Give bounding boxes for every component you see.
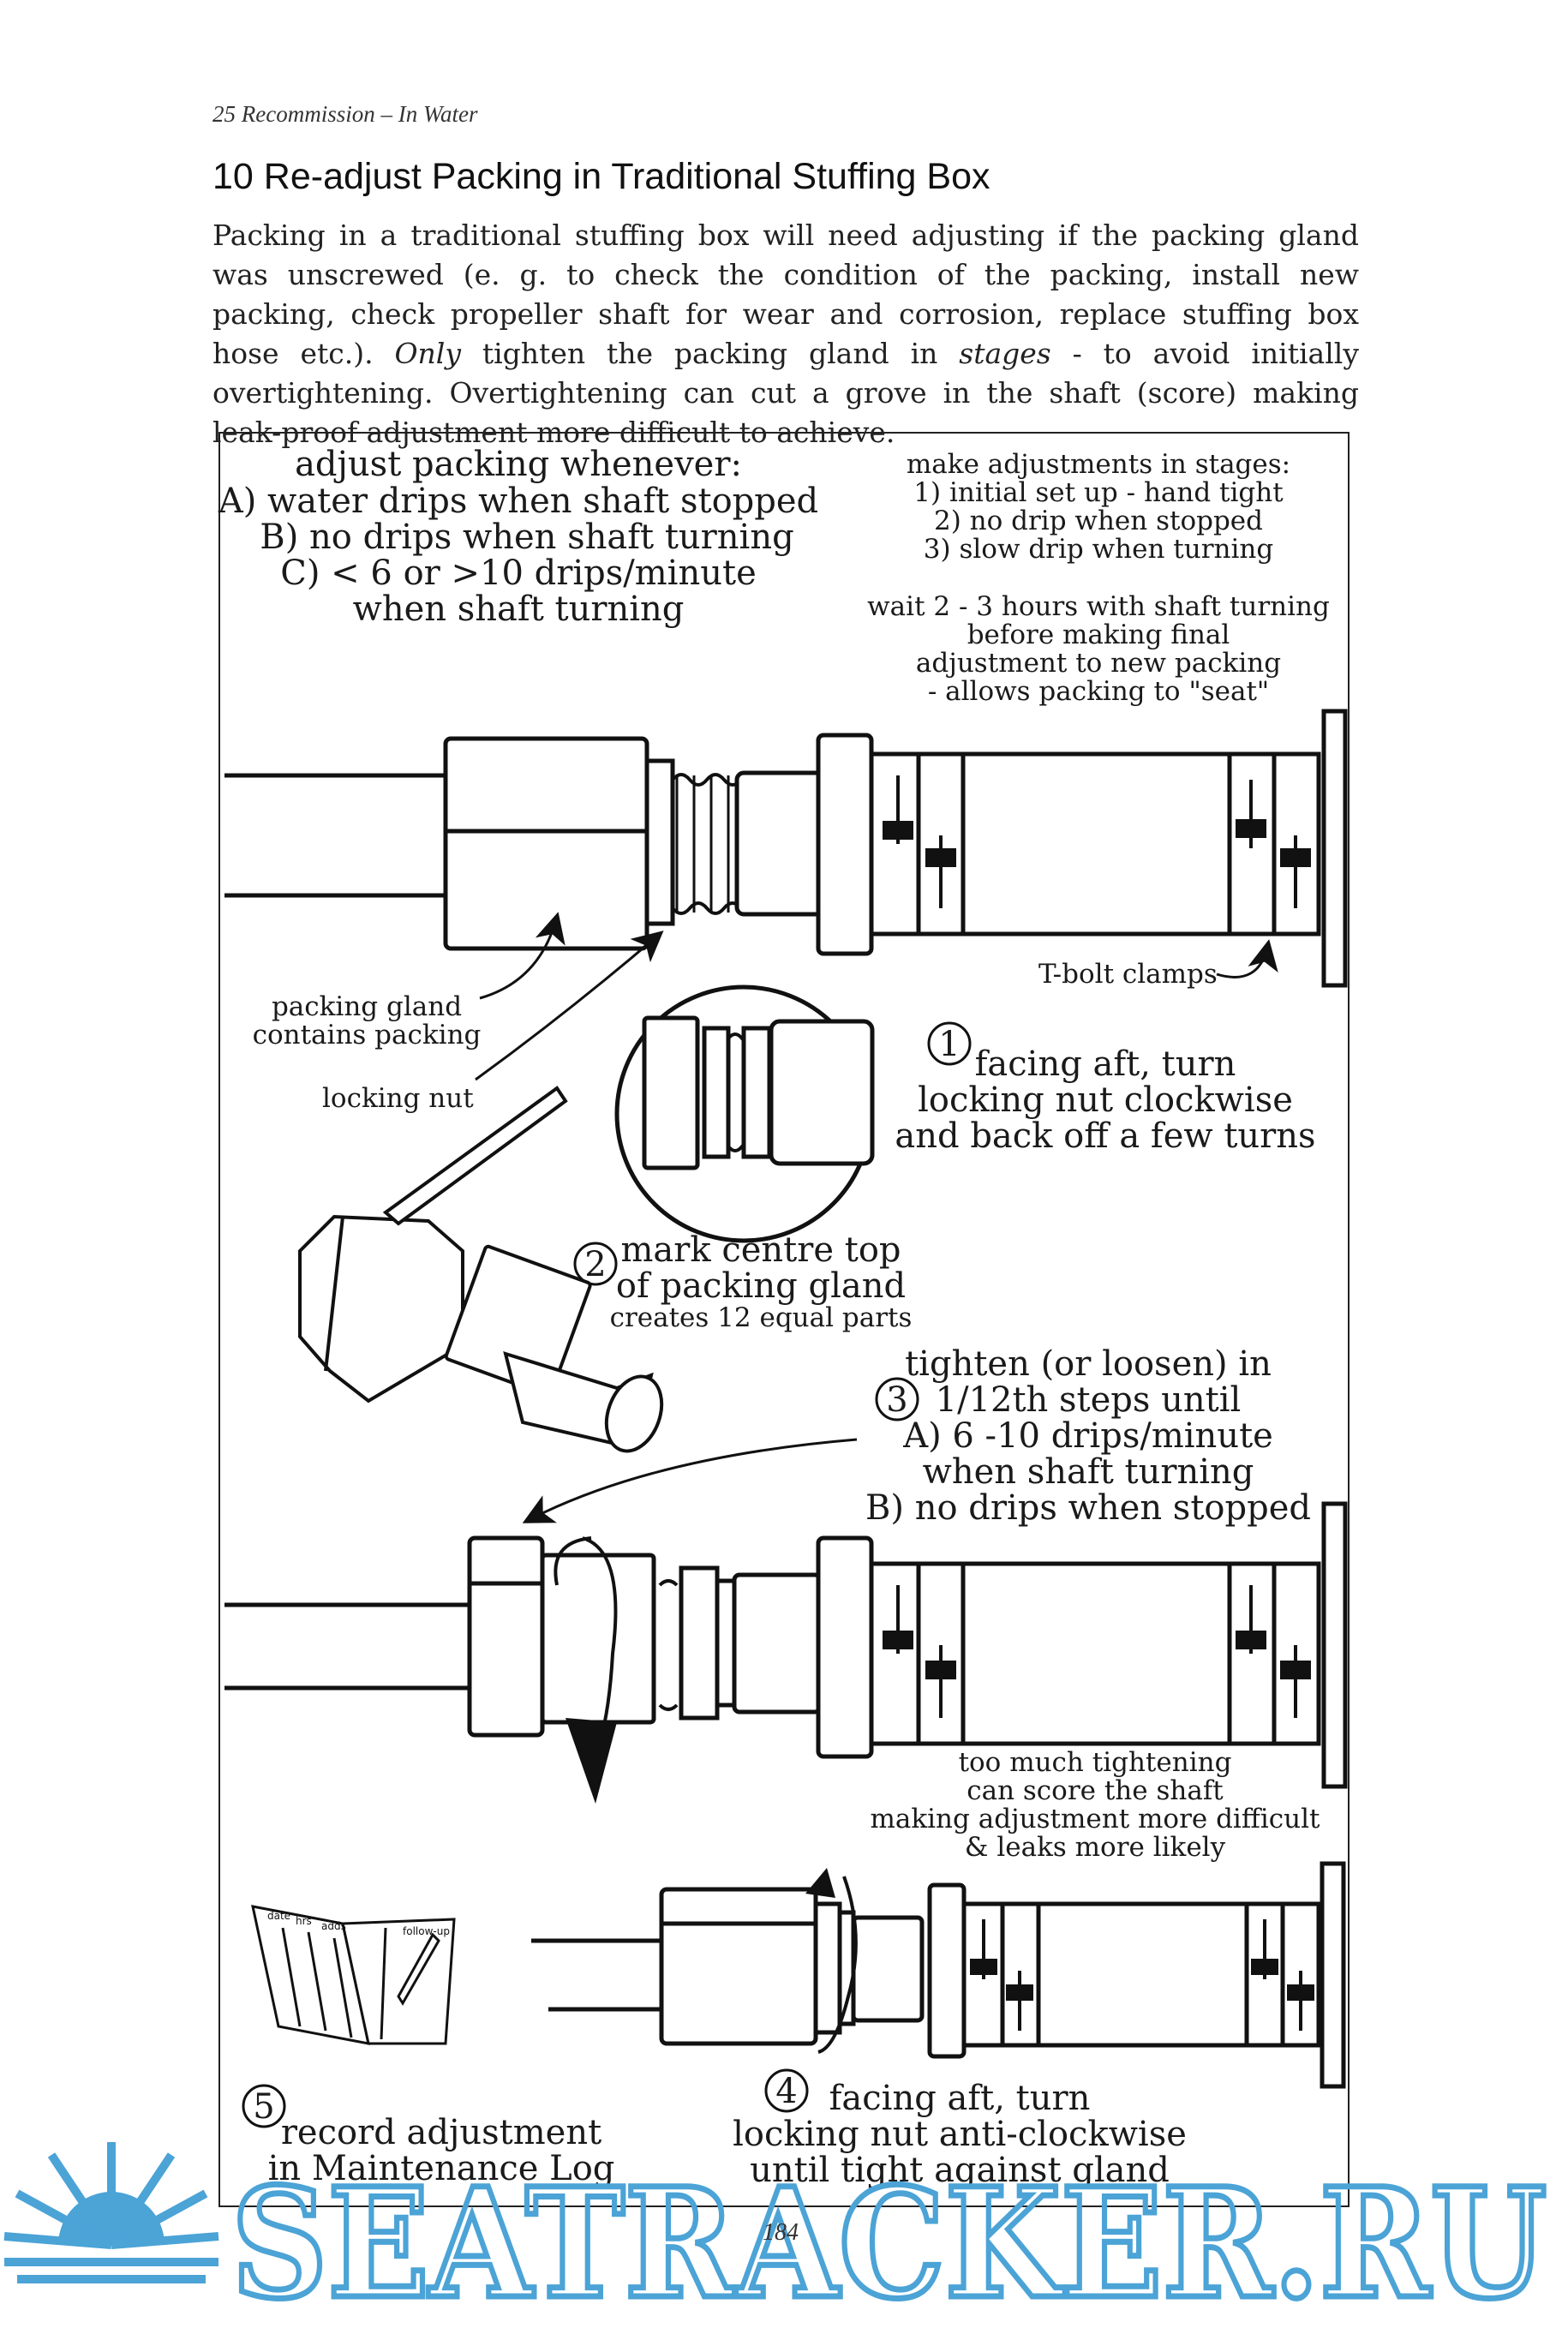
log-header-follow-up: follow-up [403,1925,450,1937]
pen-marking-gland [298,1086,664,1453]
step-3-line-4: when shaft turning [923,1452,1254,1492]
step-4-number: 4 [775,2072,797,2111]
page-number: 184 [763,2219,799,2246]
step-5-badge [242,2084,286,2128]
step-4-line-3: until tight against gland [750,2151,1170,2190]
stages-line-2: 1) initial set up - hand tight [913,477,1284,508]
step-3-line-3: A) 6 -10 drips/minute [902,1416,1273,1456]
stages-line-3: 2) no drip when stopped [934,506,1263,536]
stages-line-4: 3) slow drip when turning [924,534,1273,565]
step-3-arrow [522,1438,858,1523]
watermark-text: SEATRACKER.RU [231,2155,1547,2322]
stages-note: make adjustments in stages: 1) initial s… [907,449,1290,565]
wait-line-3: adjustment to new packing [916,648,1281,679]
locking-nut-arrow [475,931,664,1081]
t-bolt-clamp-icons-top [883,775,1311,908]
step-2-badge [573,1242,618,1286]
step-2-line-1: mark centre top [620,1230,901,1270]
step-1-number: 1 [938,1025,960,1064]
rotation-arrowhead-locknut [805,1868,835,1898]
step-1-line-3: and back off a few turns [895,1116,1315,1156]
step-4-line-1: facing aft, turn [829,2079,1091,2118]
step-1: 1 facing aft, turn locking nut clockwise… [895,1021,1316,1156]
intro-text-1: Packing in a traditional stuffing box wi… [212,218,1359,370]
log-header-hrs: hrs [296,1915,312,1927]
step-5-number: 5 [253,2087,274,2127]
adjust-line-3: B) no drips when shaft turning [260,518,793,557]
stuffing-box-assembly-bottom [531,1861,1346,2089]
t-bolt-arrow [1216,939,1278,979]
wait-line-4: - allows packing to "seat" [928,676,1269,707]
step-5: 5 record adjustment in Maintenance Log [242,2084,615,2188]
adjust-packing-note: adjust packing whenever: A) water drips … [218,445,818,629]
step-3-number: 3 [886,1380,907,1420]
step-1-line-1: facing aft, turn [975,1044,1236,1084]
t-bolt-label: T-bolt clamps [1038,959,1218,990]
section-title: 10 Re-adjust Packing in Traditional Stuf… [212,156,990,197]
diagram-frame [218,432,1350,2207]
stuffing-box-assembly-middle [224,1501,1348,1789]
rotation-arrow-gland [554,1536,618,1804]
score-line-4: & leaks more likely [965,1832,1226,1863]
wait-line-2: before making final [967,619,1230,650]
gland-arrow [479,912,566,1000]
adjust-line-2: A) water drips when shaft stopped [218,482,818,521]
step-2-line-2: of packing gland [616,1266,906,1306]
intro-only: Only [394,337,461,370]
step-2-line-3: creates 12 equal parts [610,1302,913,1333]
running-head: 25 Recommission – In Water [212,101,478,127]
wait-note: wait 2 - 3 hours with shaft turning befo… [867,591,1330,707]
t-bolt-clamp-icons-middle [883,1585,1311,1718]
adjust-line-4: C) < 6 or >10 drips/minute [280,554,757,593]
score-line-1: too much tightening [959,1747,1232,1778]
step-2-number: 2 [584,1245,606,1284]
step-3: 3 tighten (or loosen) in 1/12th steps un… [865,1344,1311,1528]
log-header-date: date [267,1910,290,1922]
locking-nut-label: locking nut [322,1083,474,1114]
step-3-line-2: 1/12th steps until [936,1380,1242,1420]
rotation-arrow-locknut [817,1876,858,2054]
score-line-2: can score the shaft [967,1775,1224,1806]
score-line-3: making adjustment more difficult [870,1804,1320,1834]
gland-line-1: packing gland [272,991,462,1022]
adjust-line-5: when shaft turning [353,589,685,629]
log-header-adds: adds [321,1920,346,1932]
packing-gland-label: packing gland contains packing [253,991,482,1050]
step-4-line-2: locking nut anti-clockwise [733,2115,1187,2154]
gland-line-2: contains packing [253,1020,482,1050]
step-4: 4 facing aft, turn locking nut anti-cloc… [733,2068,1187,2190]
step-3-line-1: tighten (or loosen) in [905,1344,1272,1384]
stages-line-1: make adjustments in stages: [907,449,1290,480]
intro-paragraph: Packing in a traditional stuffing box wi… [212,216,1359,452]
step-3-badge [875,1377,919,1421]
sun-logo-icon [0,2142,223,2322]
intro-text-2: tighten the packing gland in [460,337,960,370]
step-2: 2 mark centre top of packing gland creat… [573,1230,913,1333]
t-bolt-clamp-icons-bottom [970,1919,1314,2031]
step-4-badge [764,2068,809,2113]
intro-stages: stages [959,337,1051,370]
step-5-line-2: in Maintenance Log [268,2149,615,2188]
adjust-line-1: adjust packing whenever: [295,445,742,484]
step-1-line-2: locking nut clockwise [918,1080,1293,1120]
score-note: too much tightening can score the shaft … [870,1747,1320,1863]
step-3-line-5: B) no drips when stopped [865,1488,1311,1528]
step-1-badge [927,1021,972,1066]
seatracker-watermark: SEATRACKER.RU [0,2142,1550,2322]
wait-line-1: wait 2 - 3 hours with shaft turning [867,591,1330,622]
maintenance-log-icon: date hrs adds follow-up [251,1905,456,2045]
step-5-line-1: record adjustment [281,2113,601,2152]
stuffing-box-assembly-top [224,709,1348,988]
locking-nut-detail-circle [614,984,875,1243]
